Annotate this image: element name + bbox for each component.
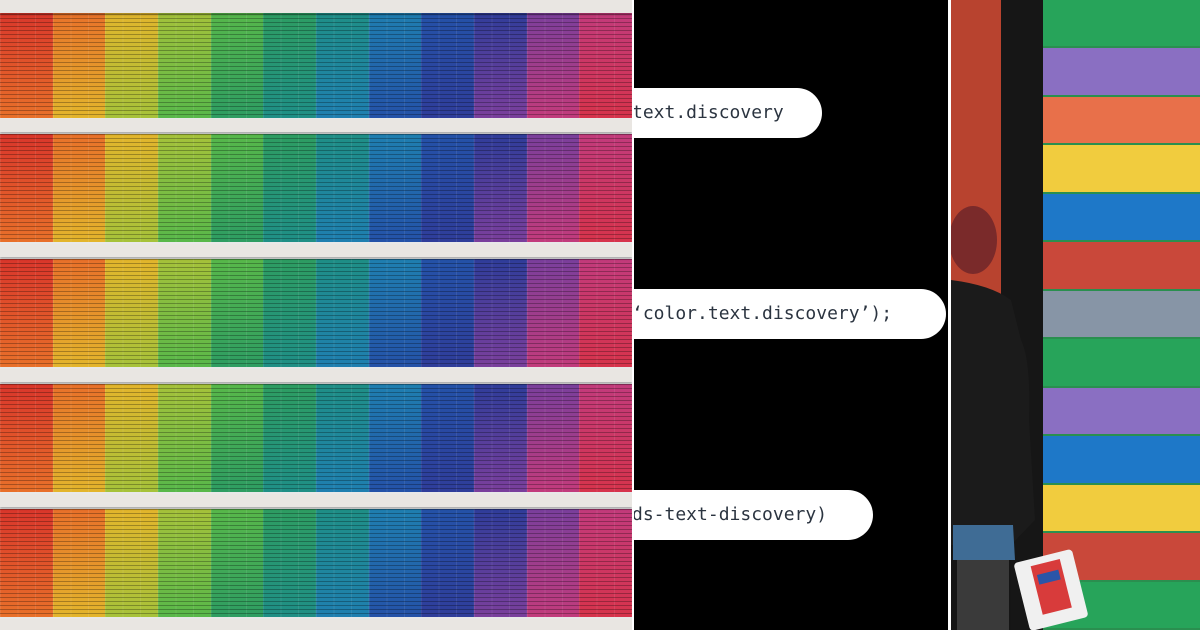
window-blind (474, 134, 528, 242)
window-blind (474, 384, 528, 492)
window-blind (0, 509, 54, 617)
code-pill-css-variable: ds-text-discovery) (634, 490, 873, 540)
window-blind (105, 384, 159, 492)
facade-ledge (0, 369, 632, 382)
window-blind (579, 10, 632, 118)
window-blind (52, 384, 107, 492)
window-blind (210, 384, 265, 492)
window-blind (474, 259, 528, 367)
window-blind (421, 259, 475, 367)
window-blind (158, 10, 212, 118)
facade-shelf (0, 259, 632, 367)
window-blind (52, 509, 107, 617)
facade-shelf (0, 10, 632, 118)
window-blind (210, 134, 265, 242)
window-blind (316, 384, 370, 492)
facade-shelf (0, 384, 632, 492)
window-blind (263, 10, 317, 118)
facade-ledge (0, 244, 632, 257)
window-blind (368, 384, 423, 492)
window-blind (158, 384, 212, 492)
window-blind (158, 509, 212, 617)
window-blind (579, 134, 632, 242)
window-blind (368, 259, 423, 367)
window-blind (263, 509, 317, 617)
window-blind (263, 134, 317, 242)
window-blind (579, 384, 632, 492)
window-blind (579, 259, 632, 367)
window-blind (105, 259, 159, 367)
window-blind (105, 10, 159, 118)
window-blind (368, 509, 423, 617)
code-pill-function-call: ‘color.text.discovery’); (634, 289, 946, 339)
code-text: ds-text-discovery) (634, 504, 828, 525)
facade-shelf (0, 509, 632, 617)
window-blind (421, 384, 475, 492)
striped-wall-photo (951, 0, 1200, 630)
window-blind (526, 509, 581, 617)
window-blind (526, 10, 581, 118)
colorful-facade-photo (0, 0, 632, 630)
window-blind (526, 259, 581, 367)
window-blind (210, 509, 265, 617)
window-blind (52, 259, 107, 367)
window-blind (0, 134, 54, 242)
window-blind (210, 259, 265, 367)
window-blind (316, 509, 370, 617)
window-blind (526, 384, 581, 492)
code-text: text.discovery (634, 102, 784, 123)
window-blind (474, 509, 528, 617)
window-blind (210, 10, 265, 118)
window-blind (368, 10, 423, 118)
window-blind (421, 509, 475, 617)
window-blind (52, 10, 107, 118)
window-blind (52, 134, 107, 242)
divider (948, 0, 951, 630)
code-snippet-panel: text.discovery ‘color.text.discovery’); … (634, 0, 948, 630)
window-blind (105, 509, 159, 617)
facade-ledge (0, 619, 632, 630)
facade-shelf (0, 134, 632, 242)
facade-ledge (0, 494, 632, 507)
window-blind (158, 259, 212, 367)
facade-ledge (0, 0, 632, 13)
window-blind (263, 384, 317, 492)
window-blind (316, 134, 370, 242)
window-blind (368, 134, 423, 242)
window-blind (579, 509, 632, 617)
window-blind (158, 134, 212, 242)
code-pill-js-token: text.discovery (634, 88, 822, 138)
divider (632, 0, 634, 630)
window-blind (0, 384, 54, 492)
window-blind (316, 10, 370, 118)
window-blind (0, 10, 54, 118)
window-blind (421, 134, 475, 242)
facade-ledge (0, 119, 632, 132)
window-blind (0, 259, 54, 367)
window-blind (316, 259, 370, 367)
window-blind (526, 134, 581, 242)
person-silhouette (951, 206, 1088, 630)
window-blind (421, 10, 475, 118)
code-text: ‘color.text.discovery’); (634, 303, 893, 324)
window-blind (474, 10, 528, 118)
window-blind (263, 259, 317, 367)
window-blind (105, 134, 159, 242)
